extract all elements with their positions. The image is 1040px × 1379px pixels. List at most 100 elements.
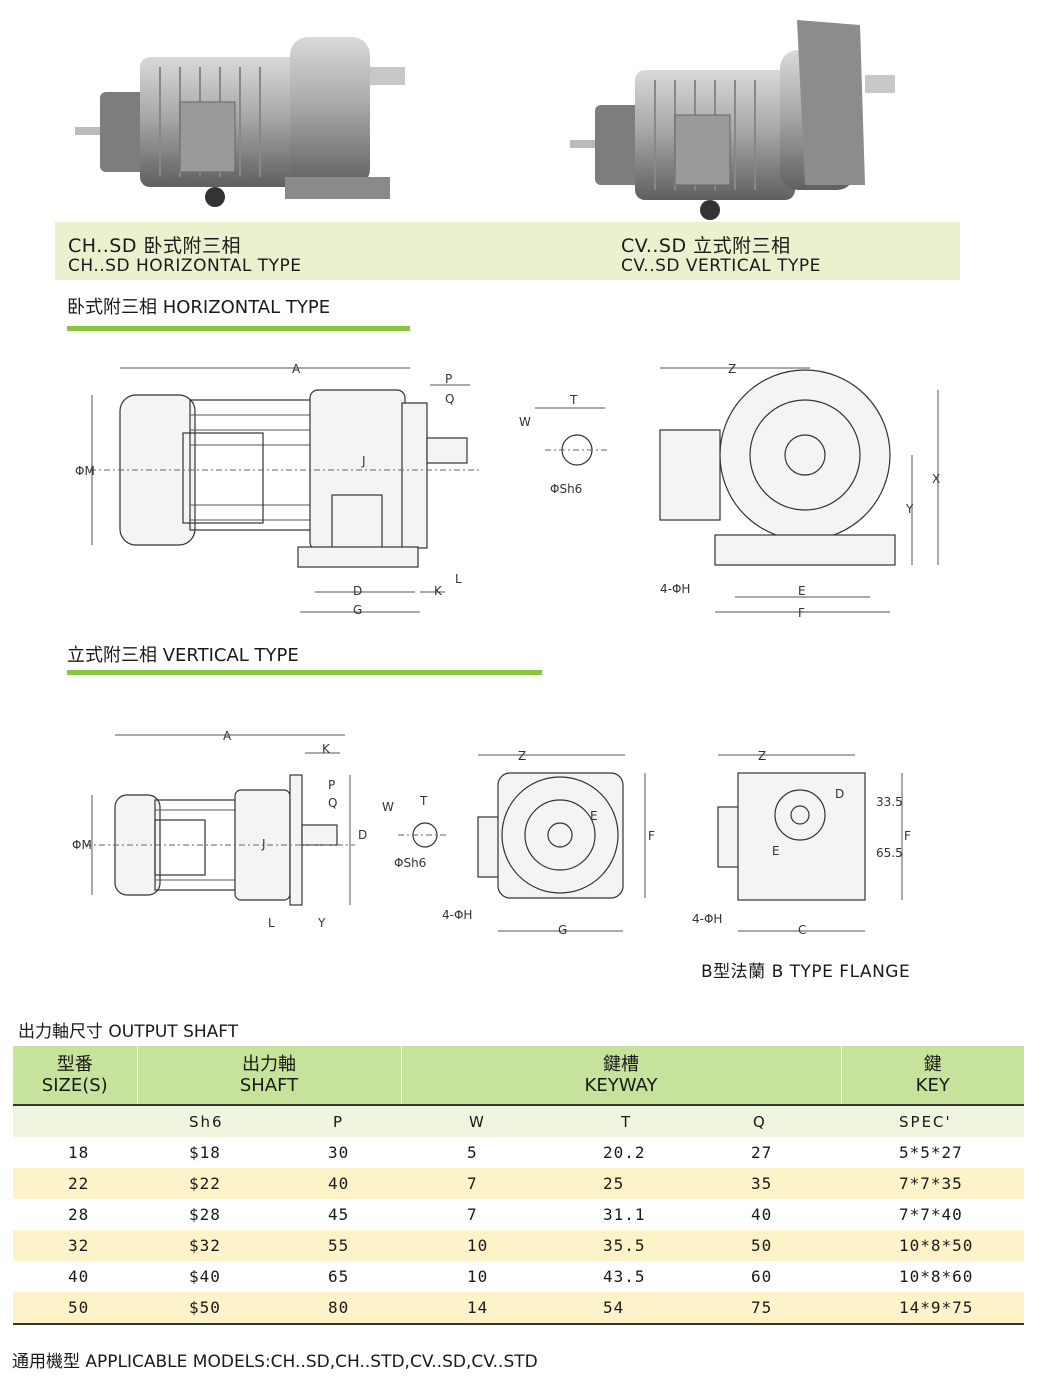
dim-A-v: A (223, 729, 232, 743)
cell-size: 32 (13, 1230, 137, 1261)
cell-t: 54 (545, 1292, 695, 1325)
cell-w: 10 (467, 1267, 489, 1286)
cell-w: 5 (467, 1143, 478, 1162)
dim-J-v: J (261, 837, 266, 851)
dim-P: P (445, 372, 452, 386)
dim-G: G (353, 603, 362, 617)
cell-sh6: $22 (137, 1168, 273, 1199)
subheader-w: W (401, 1104, 545, 1137)
cell-spec: 7*7*35 (841, 1168, 1024, 1199)
table-title: 出力軸尺寸 OUTPUT SHAFT (18, 1022, 239, 1042)
cell-size: 22 (13, 1168, 137, 1199)
cell-size: 18 (68, 1143, 90, 1162)
cell-p: 80 (273, 1292, 401, 1325)
cell-spec: 14*9*75 (841, 1292, 1024, 1325)
dim-65-5: 65.5 (876, 846, 903, 860)
dim-E-b: E (772, 844, 780, 858)
dim-33-5: 33.5 (876, 795, 903, 809)
dim-L: L (455, 572, 462, 586)
dim-E: E (798, 584, 806, 598)
horizontal-section-rule (67, 326, 410, 331)
cell-spec: 7*7*40 (899, 1205, 963, 1224)
cell-p: 40 (273, 1168, 401, 1199)
table-row: 22 $22 40 7 25 35 7*7*35 (13, 1168, 1024, 1199)
subheader-sh6: Sh6 (137, 1104, 273, 1137)
cell-w: 10 (401, 1230, 545, 1261)
vertical-shaft-section: W T ΦSh6 (382, 795, 446, 870)
b-flange-label: B型法蘭 B TYPE FLANGE (701, 962, 911, 982)
dim-F-b: F (904, 829, 911, 843)
cell-spec: 5*5*27 (899, 1143, 963, 1162)
vertical-caption-line1: CV..SD 立式附三相 (621, 235, 791, 257)
dim-C-b: C (798, 923, 806, 937)
dim-Y-v: Y (317, 916, 326, 930)
dim-F: F (798, 606, 805, 620)
cell-t: 20.2 (603, 1143, 646, 1162)
horizontal-side-drawing: A P Q ΦM J D G K L (75, 362, 480, 617)
dim-D-b: D (835, 787, 844, 801)
vertical-section-title: 立式附三相 VERTICAL TYPE (67, 645, 299, 666)
dim-Z-vf: Z (518, 749, 526, 763)
dim-Z-b: Z (758, 749, 766, 763)
dim-Q: Q (445, 392, 454, 406)
cell-p: 55 (273, 1230, 401, 1261)
cell-spec: 10*8*50 (841, 1230, 1024, 1261)
dim-M-v: ΦM (72, 838, 92, 852)
dim-sh6-v: ΦSh6 (394, 856, 426, 870)
dim-Y: Y (905, 502, 914, 516)
dim-G-vf: G (558, 923, 567, 937)
cell-q: 35 (695, 1168, 841, 1199)
horizontal-motor-photo (75, 37, 405, 207)
cell-t: 31.1 (603, 1205, 646, 1224)
applicable-models: 通用機型 APPLICABLE MODELS:CH..SD,CH..STD,CV… (12, 1352, 538, 1372)
dim-K-v: K (322, 742, 331, 756)
cell-t: 35.5 (545, 1230, 695, 1261)
cell-t: 25 (545, 1168, 695, 1199)
dim-Q-v: Q (328, 796, 337, 810)
vertical-section-rule (67, 670, 542, 675)
cell-q: 75 (695, 1292, 841, 1325)
cell-q: 27 (751, 1143, 773, 1162)
subheader-p: P (273, 1104, 401, 1137)
dim-E-vf: E (590, 809, 598, 823)
table-row: 40 $40 65 10 43.5 60 10*8*60 (13, 1261, 1024, 1292)
dim-sh6: ΦSh6 (550, 482, 582, 496)
dim-P-v: P (328, 778, 335, 792)
cell-p: 45 (328, 1205, 350, 1224)
dim-A: A (292, 362, 301, 376)
horizontal-caption-line1: CH..SD 卧式附三相 (68, 235, 242, 257)
dim-Z: Z (728, 362, 736, 376)
subheader-size (13, 1104, 137, 1137)
cell-p: 65 (328, 1267, 350, 1286)
dim-W: W (519, 415, 531, 429)
cell-size: 50 (13, 1292, 137, 1325)
caption-band (55, 222, 960, 280)
cell-p: 30 (328, 1143, 350, 1162)
horizontal-caption-line2: CH..SD HORIZONTAL TYPE (68, 256, 302, 276)
dim-L-v: L (268, 916, 275, 930)
dim-H-vf: 4-ΦH (442, 908, 472, 922)
vertical-caption-line2: CV..SD VERTICAL TYPE (621, 256, 821, 276)
cell-q: 40 (751, 1205, 773, 1224)
cell-w: 14 (401, 1292, 545, 1325)
table-row: 50 $50 80 14 54 75 14*9*75 (13, 1292, 1024, 1325)
cell-spec: 10*8*60 (899, 1267, 974, 1286)
cell-q: 50 (695, 1230, 841, 1261)
horizontal-section-title: 卧式附三相 HORIZONTAL TYPE (67, 297, 331, 318)
cell-size: 40 (68, 1267, 90, 1286)
subheader-spec: SPEC' (841, 1104, 1024, 1137)
cell-sh6: $18 (189, 1143, 221, 1162)
horizontal-front-drawing: Z X Y 4-ΦH E F (659, 362, 940, 620)
table-row: 32 $32 55 10 35.5 50 10*8*50 (13, 1230, 1024, 1261)
horizontal-shaft-section: T W ΦSh6 (519, 393, 607, 496)
cell-sh6: $32 (137, 1230, 273, 1261)
cell-w: 7 (401, 1168, 545, 1199)
vertical-side-drawing: A K P Q ΦM J D L Y (72, 729, 367, 930)
cell-size: 28 (68, 1205, 90, 1224)
cell-sh6: $40 (189, 1267, 221, 1286)
cell-q: 60 (751, 1267, 773, 1286)
